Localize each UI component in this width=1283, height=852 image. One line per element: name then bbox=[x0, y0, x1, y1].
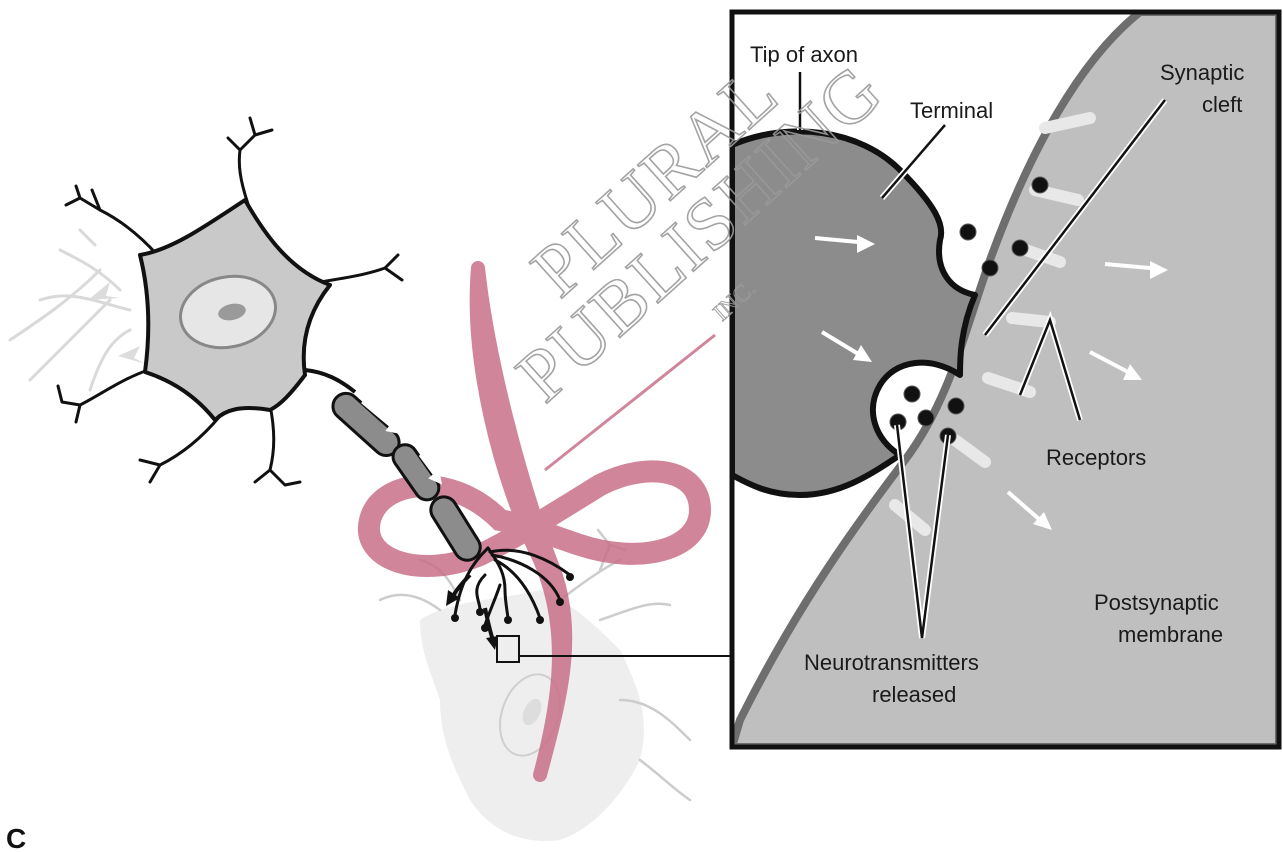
label-postsynaptic-line1: Postsynaptic bbox=[1094, 590, 1219, 615]
label-tip-of-axon: Tip of axon bbox=[750, 42, 858, 67]
upstream-neuron-faded bbox=[10, 230, 130, 390]
label-neurotransmitters-line2: released bbox=[872, 682, 956, 707]
label-postsynaptic-line2: membrane bbox=[1118, 622, 1223, 647]
label-terminal: Terminal bbox=[910, 98, 993, 123]
panel-letter: C bbox=[6, 823, 26, 852]
axon bbox=[305, 370, 485, 565]
label-neurotransmitters-line1: Neurotransmitters bbox=[804, 650, 979, 675]
label-receptors: Receptors bbox=[1046, 445, 1146, 470]
label-synaptic-line1: Synaptic bbox=[1160, 60, 1244, 85]
label-synaptic-line2: cleft bbox=[1202, 92, 1242, 117]
upstream-arrows bbox=[88, 282, 146, 364]
neuron-soma bbox=[140, 200, 330, 420]
